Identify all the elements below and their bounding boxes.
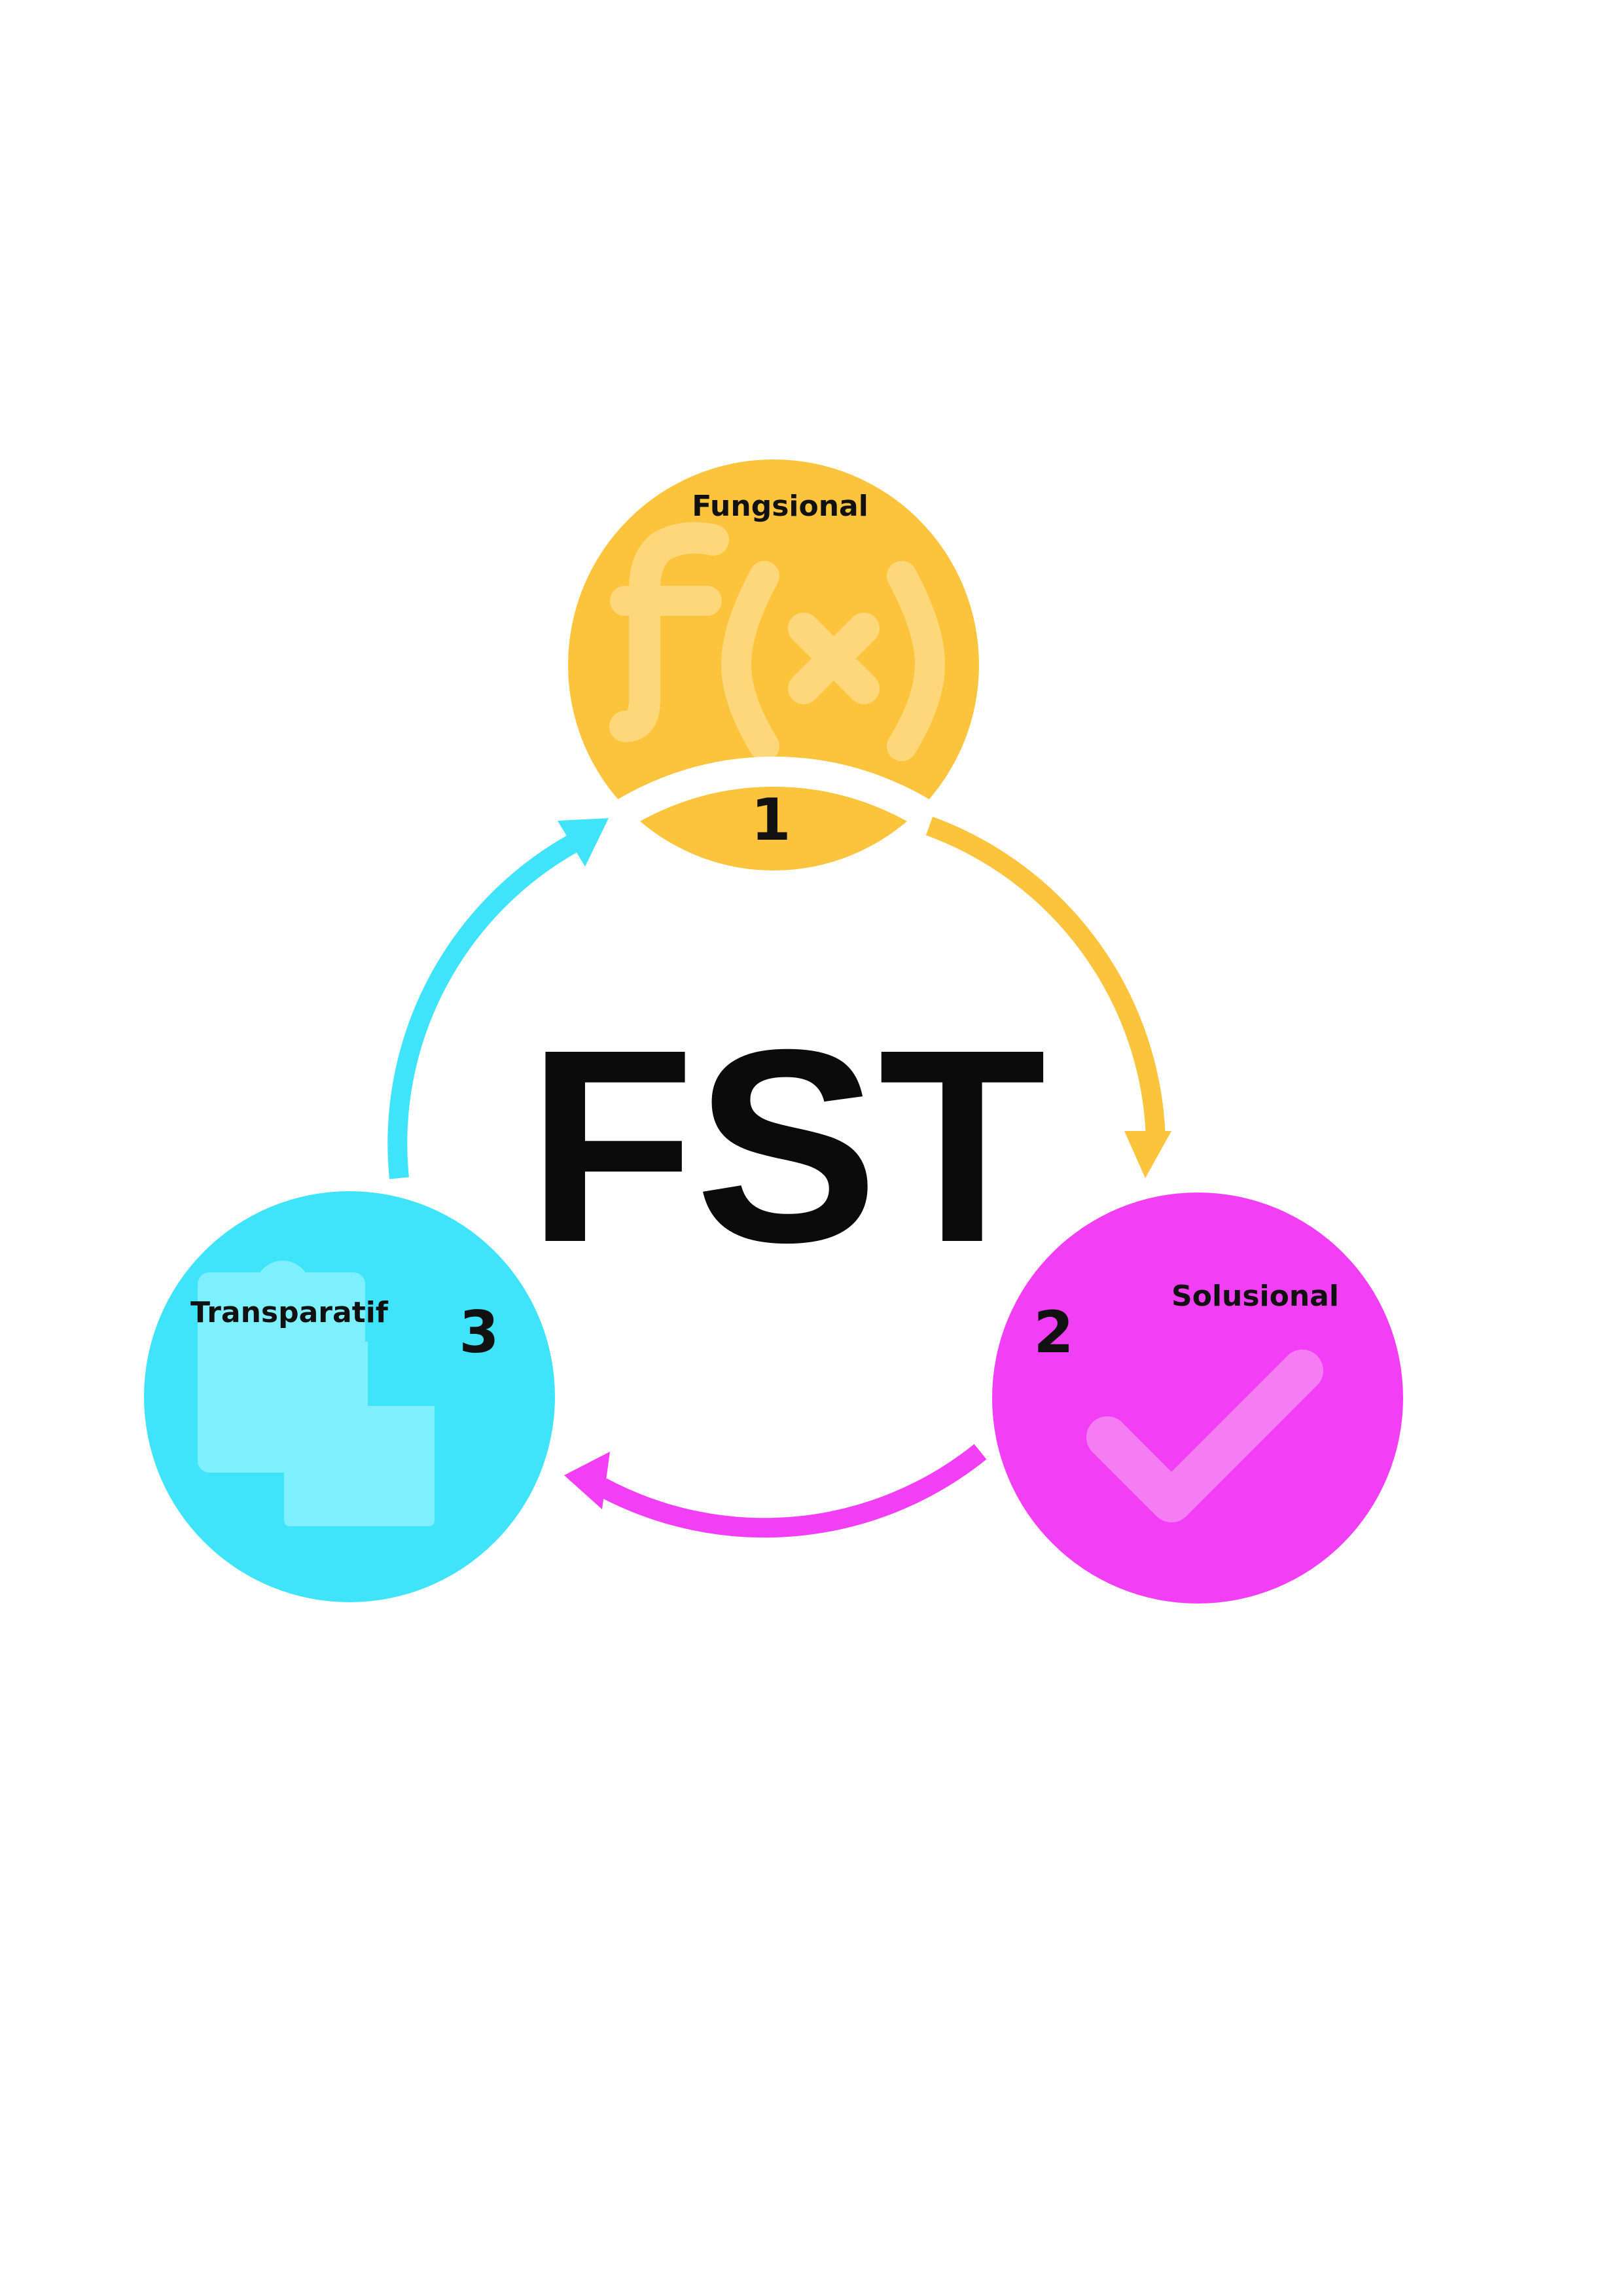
clipboard-copy-icon	[198, 1261, 435, 1526]
stage-solusional-number: 2	[1033, 1299, 1073, 1366]
stage-transparatif: Transparatif 3	[144, 1191, 555, 1602]
arrowhead-fungsional-to-solusional	[1124, 1131, 1171, 1178]
stage-fungsional-number: 1	[751, 786, 791, 853]
stage-fungsional: Fungsional 1	[568, 459, 979, 870]
stage-transparatif-number: 3	[459, 1299, 499, 1366]
arrow-solusional-to-stage3	[597, 1444, 987, 1538]
arrow-fungsional-to-solusional	[925, 816, 1166, 1139]
arrowhead-solusional-to-transparatif	[564, 1452, 610, 1509]
arrowhead-transparatif-to-fungsional	[558, 818, 609, 867]
function-icon	[609, 522, 945, 761]
checkmark-icon	[1086, 1350, 1323, 1522]
stage-solusional-circle	[992, 1193, 1403, 1604]
stage-solusional-label: Solusional	[1171, 1280, 1339, 1313]
center-title: FST	[527, 993, 1046, 1300]
stage-transparatif-label: Transparatif	[190, 1296, 389, 1329]
stage-fungsional-label: Fungsional	[692, 490, 868, 523]
cycle-arrows	[387, 816, 1171, 1538]
separator-ring	[469, 757, 1079, 1367]
stage-fungsional-circle	[568, 459, 979, 870]
arrow-transparatif-to-fungsional	[387, 833, 581, 1179]
stage-solusional: Solusional 2	[992, 1193, 1403, 1604]
